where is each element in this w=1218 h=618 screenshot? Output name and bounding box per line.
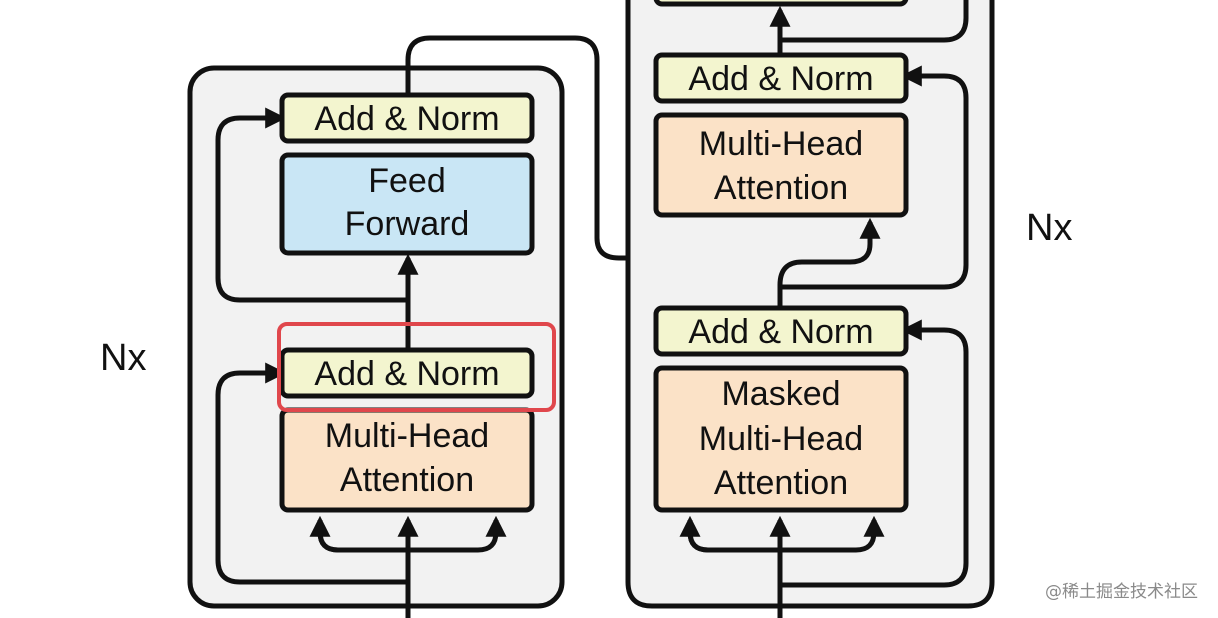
- encoder-feed-forward: [279, 152, 535, 256]
- highlight-box: [277, 322, 556, 412]
- decoder-top-clipped-box: [653, 0, 909, 7]
- masked-attention-label-line3: Attention: [714, 464, 848, 502]
- feed-forward-label-line2: Forward: [345, 205, 470, 243]
- encoder-residual-2: [215, 107, 408, 303]
- decoder-add-norm-mid: [653, 305, 909, 357]
- decoder-add-norm-top: [653, 52, 909, 104]
- decoder-add-norm-mid-label: Add & Norm: [688, 313, 873, 351]
- encoder-attention-label-line1: Multi-Head: [325, 417, 489, 455]
- decoder-qkv-fork-left: [679, 515, 709, 553]
- feed-forward-label-line1: Feed: [368, 162, 446, 200]
- decoder-attention: [653, 112, 909, 218]
- masked-attention-label-line1: Masked: [721, 375, 840, 413]
- encoder-attention-label-line2: Attention: [340, 461, 474, 499]
- encoder-add-norm-bottom: [279, 347, 535, 399]
- encoder-connectors: [215, 35, 791, 618]
- masked-attention-label-line2: Multi-Head: [699, 420, 863, 458]
- decoder-add-norm-top-label: Add & Norm: [688, 60, 873, 98]
- encoder-add-norm-bottom-label: Add & Norm: [314, 355, 499, 393]
- encoder-add-norm-top-label: Add & Norm: [314, 100, 499, 138]
- encoder-residual-1: [215, 362, 408, 585]
- decoder-attention-label-line2: Attention: [714, 169, 848, 207]
- decoder-attention-label-line1: Multi-Head: [699, 125, 863, 163]
- encoder-qkv-fork-left: [309, 515, 339, 553]
- decoder-repeat-label: Nx: [1026, 207, 1072, 249]
- watermark: @稀土掘金技术社区: [1045, 582, 1198, 602]
- decoder-mid-arrow: [777, 217, 881, 308]
- decoder-top-residual: [780, 0, 969, 43]
- encoder-block: [187, 65, 565, 609]
- encoder-repeat-label: Nx: [100, 337, 146, 379]
- decoder-masked-attention: [653, 365, 909, 513]
- decoder-connectors: [679, 0, 969, 618]
- encoder-add-norm-top: [279, 92, 535, 144]
- decoder-residual-2: [780, 65, 969, 290]
- decoder-residual-1: [780, 319, 969, 588]
